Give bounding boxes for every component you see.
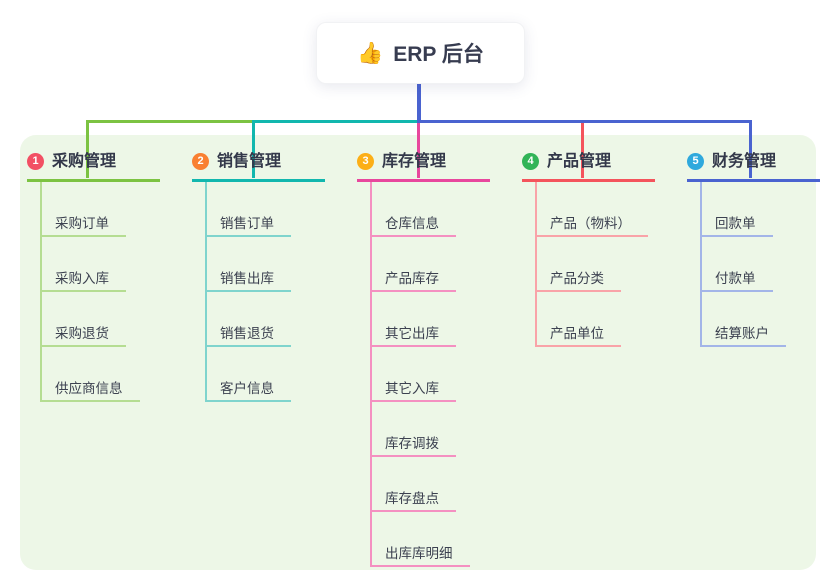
connector-drop-4 [581, 123, 584, 178]
branch-5: 5 财务管理 回款单付款单结算账户 [680, 135, 839, 347]
branch-number-badge: 5 [687, 153, 704, 170]
branch-number-badge: 2 [192, 153, 209, 170]
branch-items: 产品（物料）产品分类产品单位 [535, 182, 680, 347]
mindmap-node[interactable]: 库存调拨 [370, 402, 456, 457]
mindmap-node[interactable]: 仓库信息 [370, 182, 456, 237]
branch-number-badge: 4 [522, 153, 539, 170]
branch-header[interactable]: 3 库存管理 [357, 145, 490, 182]
mindmap-node[interactable]: 出库库明细 [370, 512, 470, 567]
branch-3: 3 库存管理 仓库信息产品库存其它出库其它入库库存调拨库存盘点出库库明细 [350, 135, 515, 567]
connector-trunk-right [417, 120, 752, 123]
connector-drop-5 [749, 120, 752, 178]
mindmap-node[interactable]: 供应商信息 [40, 347, 140, 402]
root-node[interactable]: 👍 ERP 后台 [316, 22, 525, 84]
mindmap-node[interactable]: 库存盘点 [370, 457, 456, 512]
connector-drop-1 [86, 120, 89, 178]
thumbs-up-icon: 👍 [357, 41, 384, 65]
branch-4: 4 产品管理 产品（物料）产品分类产品单位 [515, 135, 680, 347]
mindmap-node[interactable]: 产品库存 [370, 237, 456, 292]
branch-number-badge: 3 [357, 153, 374, 170]
connector-trunk-mid [252, 120, 419, 123]
branch-label: 库存管理 [382, 153, 447, 170]
root-label: ERP 后台 [393, 43, 484, 66]
branch-header[interactable]: 2 销售管理 [192, 145, 325, 182]
branch-header[interactable]: 4 产品管理 [522, 145, 655, 182]
branch-label: 采购管理 [52, 153, 117, 170]
mindmap-node[interactable]: 其它入库 [370, 347, 456, 402]
branch-label: 财务管理 [712, 153, 777, 170]
branch-2: 2 销售管理 销售订单销售出库销售退货客户信息 [185, 135, 350, 402]
branch-1: 1 采购管理 采购订单采购入库采购退货供应商信息 [20, 135, 185, 402]
mindmap-node[interactable]: 客户信息 [205, 347, 291, 402]
branch-items: 仓库信息产品库存其它出库其它入库库存调拨库存盘点出库库明细 [370, 182, 515, 567]
mindmap-node[interactable]: 产品（物料） [535, 182, 648, 237]
mindmap-node[interactable]: 产品单位 [535, 292, 621, 347]
branches-panel [20, 135, 816, 570]
mindmap-node[interactable]: 采购退货 [40, 292, 126, 347]
branch-label: 产品管理 [547, 153, 612, 170]
mindmap-node[interactable]: 其它出库 [370, 292, 456, 347]
branch-header[interactable]: 1 采购管理 [27, 145, 160, 182]
connector-root-stem [417, 82, 421, 122]
connector-drop-3 [417, 123, 420, 178]
branch-number-badge: 1 [27, 153, 44, 170]
connector-trunk-left [86, 120, 255, 123]
mindmap-node[interactable]: 产品分类 [535, 237, 621, 292]
mindmap-node[interactable]: 销售订单 [205, 182, 291, 237]
mindmap-node[interactable]: 付款单 [700, 237, 773, 292]
connector-drop-2 [252, 120, 255, 178]
branch-items: 回款单付款单结算账户 [700, 182, 839, 347]
mindmap-node[interactable]: 销售出库 [205, 237, 291, 292]
branch-header[interactable]: 5 财务管理 [687, 145, 820, 182]
mindmap-node[interactable]: 结算账户 [700, 292, 786, 347]
branch-label: 销售管理 [217, 153, 282, 170]
mindmap-node[interactable]: 采购订单 [40, 182, 126, 237]
mindmap-node[interactable]: 采购入库 [40, 237, 126, 292]
branch-items: 采购订单采购入库采购退货供应商信息 [40, 182, 185, 402]
mindmap-node[interactable]: 回款单 [700, 182, 773, 237]
branch-items: 销售订单销售出库销售退货客户信息 [205, 182, 350, 402]
mindmap-node[interactable]: 销售退货 [205, 292, 291, 347]
